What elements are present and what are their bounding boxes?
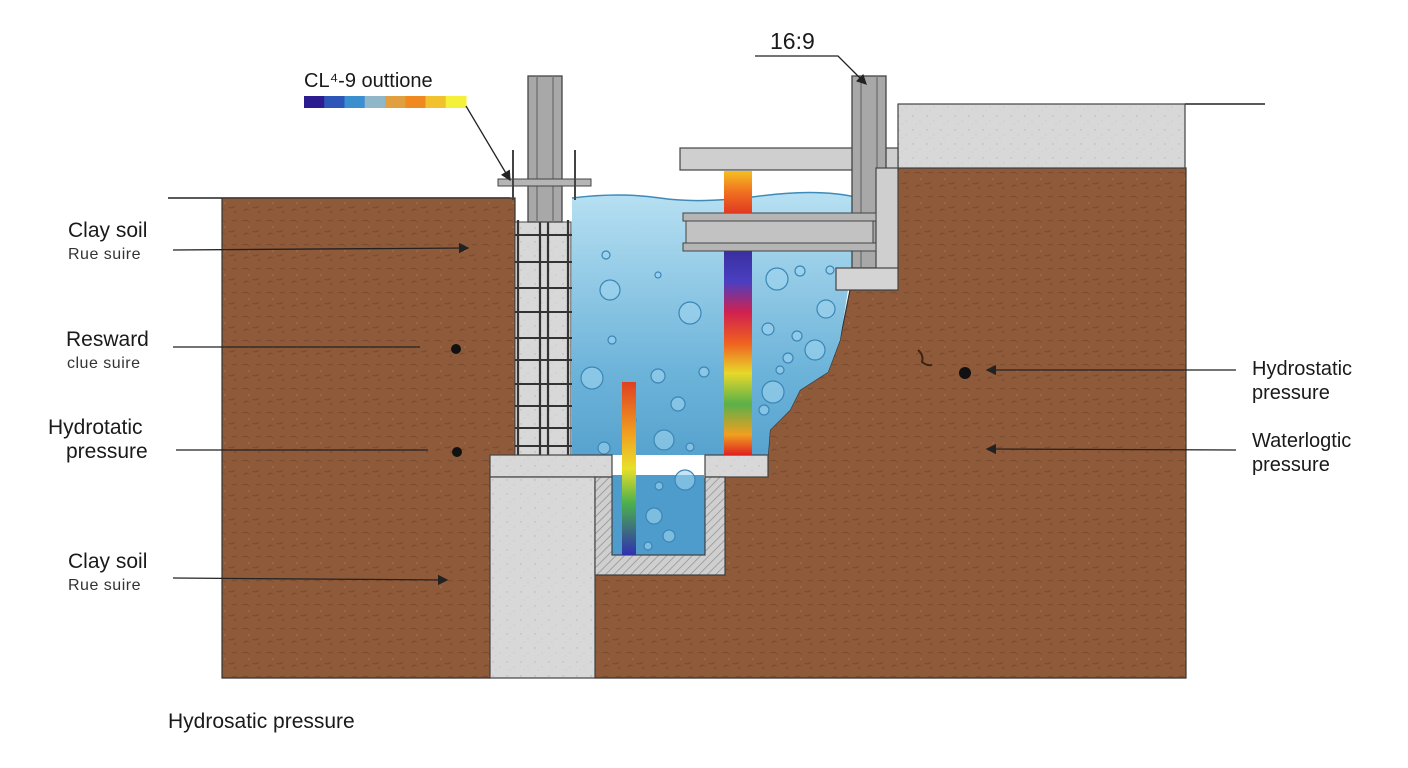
left-label-4-sub: Rue suire (68, 577, 141, 594)
left-label-4-main: Clay soil (68, 550, 148, 573)
left-label-3-sub: pressure (66, 440, 148, 463)
legend-swatch (304, 96, 325, 108)
callout-ratio (755, 55, 867, 85)
legend-swatch (445, 96, 467, 108)
legend-swatch (324, 96, 345, 108)
right-label-2-line1: Waterlogtic (1252, 430, 1352, 452)
legend-swatch (425, 96, 447, 108)
right-label-1-line1: Hydrostatic (1252, 358, 1353, 380)
callout-legend (465, 105, 511, 182)
steel-i-beam (682, 212, 877, 252)
pressure-bar-top (724, 171, 752, 213)
pressure-bar-tall (724, 251, 752, 455)
legend-swatch (405, 96, 426, 108)
footing-slab (489, 454, 613, 478)
footer-caption: Hydrosatic pressure (168, 710, 355, 733)
cantilever-slab (679, 147, 899, 171)
marker-dot-right (959, 367, 971, 379)
wall-stem (875, 167, 899, 271)
air-bubbles (580, 250, 836, 551)
callout-clay-soil-1 (172, 242, 470, 254)
left-label-2-main: Resward (66, 328, 149, 351)
foundation-wall (489, 476, 596, 679)
pressure-bar-short (622, 382, 636, 555)
callout-clay-soil-2 (172, 574, 449, 586)
right-label-2-line2: pressure (1252, 454, 1330, 476)
left-label-2-sub: clue suire (67, 355, 141, 372)
legend-swatch (385, 96, 406, 108)
steel-post-left (497, 75, 592, 223)
legend-title: CL⁴-9 outtione (304, 70, 433, 92)
upper-concrete-slab (897, 103, 1186, 169)
legend-swatch (344, 96, 366, 108)
left-label-1-main: Clay soil (68, 219, 148, 242)
callout-waterlogtic-right (985, 443, 1237, 455)
ratio-label: 16:9 (770, 28, 815, 54)
marker-dot-left-lower (452, 447, 462, 457)
legend-color-scale (304, 96, 467, 108)
rebar-cage-column (514, 220, 572, 456)
wall-ledge (835, 267, 899, 291)
right-label-1-line2: pressure (1252, 382, 1330, 404)
left-label-3-main: Hydrotatic (48, 416, 143, 439)
left-label-1-sub: Rue suire (68, 246, 141, 263)
water-body (572, 192, 860, 555)
clay-soil-left (221, 197, 516, 679)
sump-pit-liner (594, 476, 726, 576)
soil-crack (917, 349, 933, 367)
legend-swatch (364, 96, 386, 108)
footing-slab-right (704, 454, 769, 478)
marker-dot-left-upper (451, 344, 461, 354)
water-surface (571, 191, 861, 202)
